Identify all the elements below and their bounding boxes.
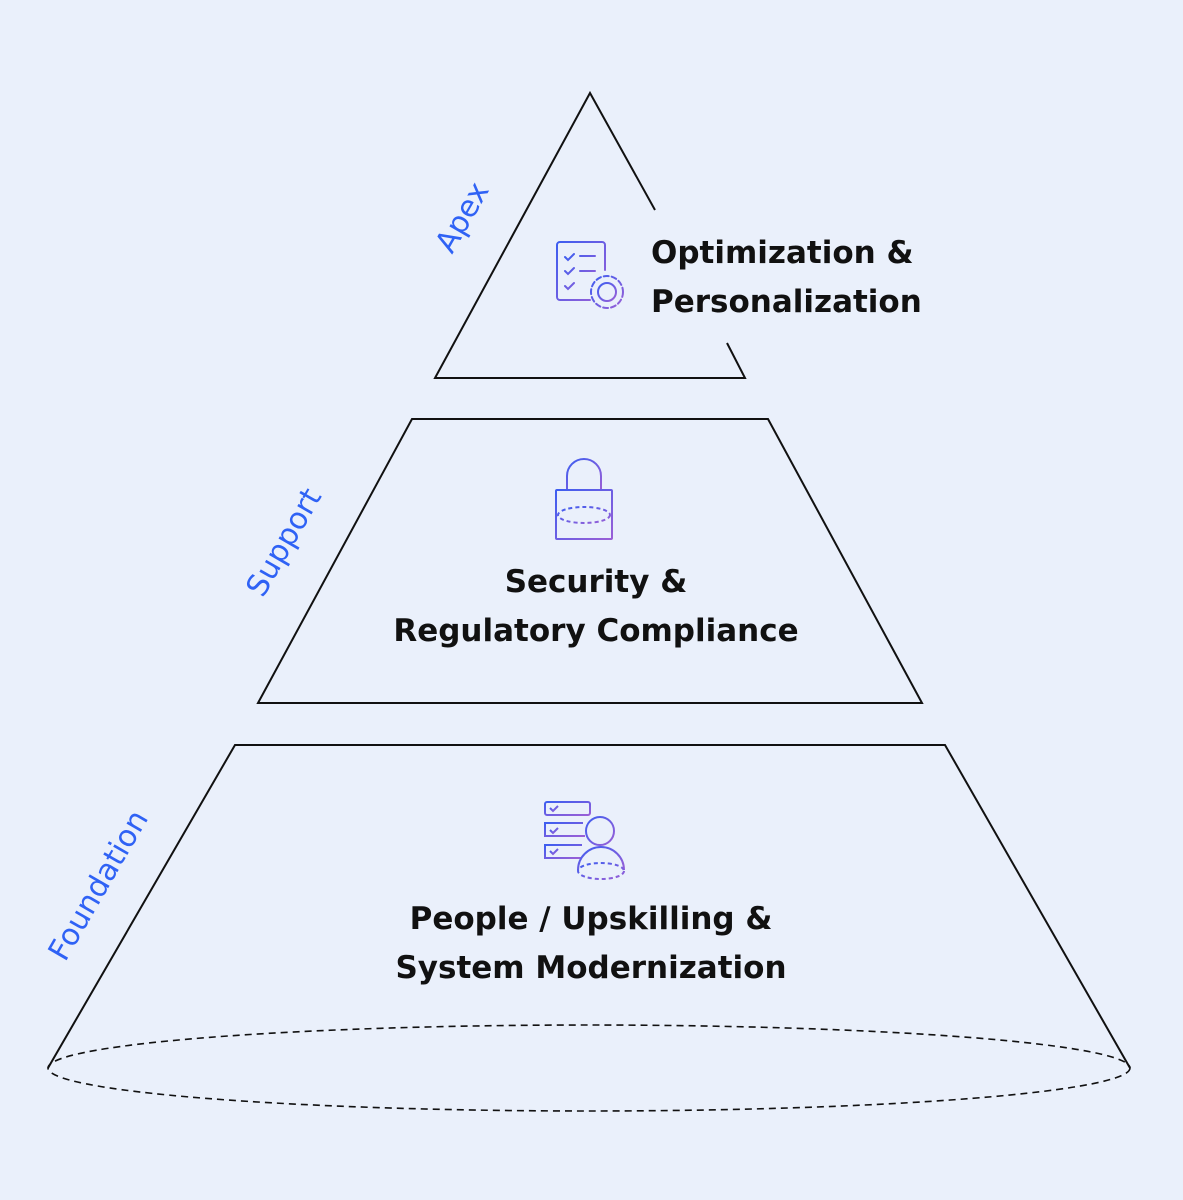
apex-title-line2: Personalization — [651, 284, 922, 320]
foundation-base-ellipse — [47, 1024, 1131, 1112]
support-title-line1: Security & — [504, 564, 688, 600]
padlock-icon — [555, 458, 613, 540]
apex-triangle — [433, 90, 747, 379]
foundation-title-line2: System Modernization — [395, 950, 787, 986]
foundation-title: People / Upskilling & System Modernizati… — [291, 895, 891, 993]
foundation-title-line1: People / Upskilling & — [409, 901, 773, 937]
support-trapezoid — [256, 418, 924, 704]
apex-title-line1: Optimization & — [651, 235, 914, 271]
support-title-line2: Regulatory Compliance — [393, 613, 799, 649]
foundation-trapezoid — [47, 744, 1131, 1069]
support-title: Security & Regulatory Compliance — [296, 558, 896, 656]
checklist-person-icon — [544, 801, 625, 880]
checklist-gear-icon — [556, 241, 624, 309]
apex-title: Optimization & Personalization — [651, 229, 922, 327]
